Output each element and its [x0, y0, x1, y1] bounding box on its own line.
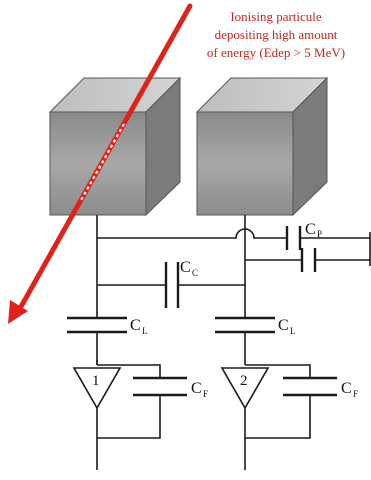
signal-wires	[96, 215, 371, 470]
cl-right-label: C	[278, 317, 289, 334]
capacitor-cp: C P	[285, 221, 322, 272]
cl-left-label: C	[130, 317, 141, 334]
capacitor-cl-right: C L	[215, 316, 296, 336]
arrowhead-icon	[8, 300, 28, 324]
cf-right-label: C	[341, 380, 352, 397]
cf-left-label-sub: F	[203, 389, 208, 399]
cp-label-sub: P	[317, 229, 322, 239]
amplifier-1-label: 1	[92, 373, 100, 389]
annotation-line-1: Ionising particule	[230, 9, 322, 24]
annotation: Ionising particule depositing high amoun…	[207, 9, 345, 60]
capacitor-cf-right: C F	[283, 376, 358, 399]
detector-block-right	[195, 76, 329, 217]
cp-label: C	[305, 221, 316, 238]
cc-label-sub: C	[192, 268, 198, 278]
cf-right-label-sub: F	[353, 389, 358, 399]
annotation-line-3: of energy (Edep > 5 MeV)	[207, 45, 345, 60]
cl-left-label-sub: L	[142, 326, 148, 336]
amplifier-2-label: 2	[240, 373, 248, 389]
capacitor-cl-left: C L	[67, 316, 148, 336]
capacitor-cf-left: C F	[133, 376, 208, 399]
detector-block-left	[48, 76, 182, 217]
amplifier-2: 2	[220, 367, 270, 415]
amplifier-1: 1	[72, 367, 122, 415]
cl-right-label-sub: L	[290, 326, 296, 336]
cf-left-label: C	[191, 380, 202, 397]
particle-track-arrow	[8, 3, 193, 324]
capacitor-cc: C C	[164, 259, 198, 308]
annotation-line-2: depositing high amount	[215, 27, 338, 42]
cc-label: C	[180, 259, 191, 276]
